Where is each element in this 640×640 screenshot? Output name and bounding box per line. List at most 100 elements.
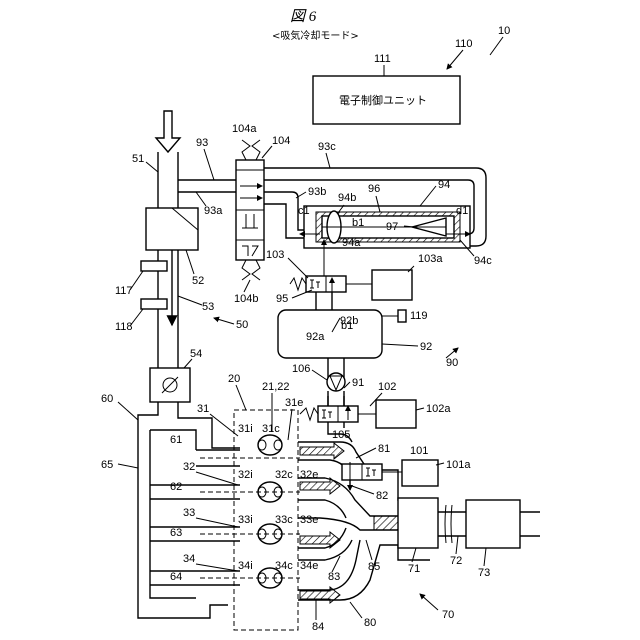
label-64: 64 xyxy=(170,571,182,583)
leader-34 xyxy=(196,564,238,571)
label-118: 118 xyxy=(115,321,133,333)
leader-20 xyxy=(236,385,246,410)
leader-117 xyxy=(130,271,143,290)
label-61: 61 xyxy=(170,434,182,446)
label-34: 34 xyxy=(183,553,195,565)
ecu-label: 電子制御ユニット xyxy=(339,93,427,107)
label-93a: 93a xyxy=(204,205,223,217)
exhaust-flow-arrow-3 xyxy=(300,532,340,548)
label-92: 92 xyxy=(420,341,432,353)
label-33: 33 xyxy=(183,507,195,519)
system-ref: 110 xyxy=(455,38,473,50)
exhaust-flow-arrow-1 xyxy=(300,443,344,459)
overall-ref: 10 xyxy=(498,25,510,37)
label-117: 117 xyxy=(115,285,133,297)
leader-81 xyxy=(356,448,376,458)
label-34c: 34c xyxy=(275,560,293,572)
leader-104 xyxy=(262,146,272,158)
exhaust-pipe-72b xyxy=(452,512,466,536)
label-32i: 32i xyxy=(238,469,253,481)
spring-104b xyxy=(242,260,260,280)
leader-72 xyxy=(456,536,458,554)
figure-subtitle: <吸気冷却モード> xyxy=(272,29,359,42)
label-94c: 94c xyxy=(474,255,492,267)
leader-106 xyxy=(312,370,327,380)
label-71: 71 xyxy=(408,563,420,575)
label-c1: c1 xyxy=(298,205,310,217)
label-73: 73 xyxy=(478,567,490,579)
leader-93 xyxy=(204,149,214,180)
overall-leader xyxy=(490,37,503,55)
label-65: 65 xyxy=(101,459,113,471)
valve-102-spring xyxy=(300,408,318,420)
label-72: 72 xyxy=(450,555,462,567)
label-93c: 93c xyxy=(318,141,336,153)
actuator-101a xyxy=(402,460,438,486)
leader-65 xyxy=(118,464,138,468)
label-94: 94 xyxy=(438,179,450,191)
pipe-93b xyxy=(264,192,304,238)
spring-104a xyxy=(242,140,260,160)
leader-54 xyxy=(184,359,192,368)
leader-118 xyxy=(130,309,143,326)
label-93b: 93b xyxy=(308,186,326,198)
leader-53 xyxy=(178,296,202,305)
label-90: 90 xyxy=(446,357,458,369)
label-32: 32 xyxy=(183,461,195,473)
label-20: 20 xyxy=(228,373,240,385)
label-102a: 102a xyxy=(426,403,451,415)
leader-93c xyxy=(326,153,330,168)
label-34i: 34i xyxy=(238,560,253,572)
leader-70 xyxy=(420,594,438,610)
cylinder-31 xyxy=(258,435,282,455)
label-93: 93 xyxy=(196,137,208,149)
label-d1: d1 xyxy=(456,205,468,217)
label-81: 81 xyxy=(378,443,390,455)
leader-50 xyxy=(214,318,234,324)
compressor xyxy=(146,208,198,250)
label-106: 106 xyxy=(292,363,310,375)
leader-82 xyxy=(352,486,374,494)
leader-104b xyxy=(244,280,250,292)
actuator-103a xyxy=(372,270,412,300)
label-31i: 31i xyxy=(238,423,253,435)
leader-103 xyxy=(288,258,308,278)
leader-93a xyxy=(196,192,206,206)
label-101a: 101a xyxy=(446,459,471,471)
component-118 xyxy=(141,299,167,309)
label-101: 101 xyxy=(410,445,428,457)
label-31c: 31c xyxy=(262,423,280,435)
label-54: 54 xyxy=(190,348,202,360)
label-70: 70 xyxy=(442,609,454,621)
label-91: 91 xyxy=(352,377,364,389)
label-104: 104 xyxy=(272,135,290,147)
label-104b: 104b xyxy=(234,293,258,305)
label-95: 95 xyxy=(276,293,288,305)
label-94a: 94a xyxy=(342,237,361,249)
label-103: 103 xyxy=(266,249,284,261)
leader-80 xyxy=(350,602,362,618)
label-83: 83 xyxy=(328,571,340,583)
cylinder-32 xyxy=(258,482,282,502)
label-85: 85 xyxy=(368,561,380,573)
leader-32 xyxy=(196,472,238,485)
label-92a: 92a xyxy=(306,331,325,343)
component-117 xyxy=(141,261,167,271)
label-31: 31 xyxy=(197,403,209,415)
leader-94 xyxy=(420,186,436,206)
label-94b: 94b xyxy=(338,192,356,204)
label-32e: 32e xyxy=(300,469,318,481)
leader-102a xyxy=(416,408,424,410)
leader-33 xyxy=(196,518,238,527)
label-b1-upper: b1 xyxy=(352,217,364,229)
leader-92 xyxy=(382,344,418,346)
label-33i: 33i xyxy=(238,514,253,526)
label-103a: 103a xyxy=(418,253,443,265)
leader-83 xyxy=(332,556,340,572)
label-84: 84 xyxy=(312,621,324,633)
label-50: 50 xyxy=(236,319,248,331)
label-82: 82 xyxy=(376,490,388,502)
sensor-119 xyxy=(398,310,406,322)
label-34e: 34e xyxy=(300,560,318,572)
